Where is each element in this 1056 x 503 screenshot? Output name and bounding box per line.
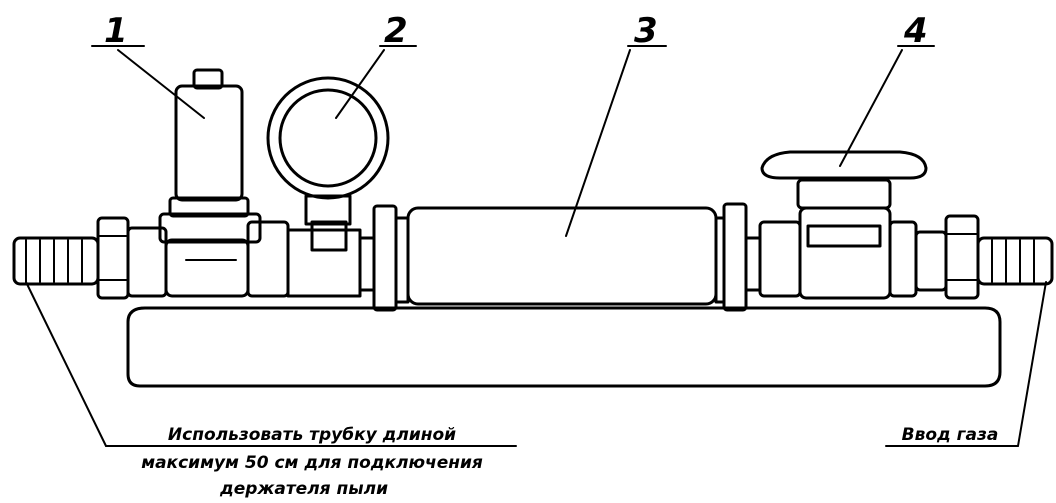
callout-4-label: 4 [903, 11, 928, 51]
tube-note-line-1: Использовать трубку длиной [168, 425, 456, 445]
callout-3-label: 3 [634, 11, 658, 51]
gas-inlet-leader [885, 281, 1047, 447]
right-nut [944, 214, 980, 300]
callout-1: 1 [91, 11, 205, 119]
main-cylinder [406, 206, 718, 306]
left-hose-barb [12, 236, 100, 286]
tube-note-leader [25, 281, 517, 447]
tube-note-line-3: держателя пыли [219, 479, 388, 499]
tube-note-line-2: максимум 50 см для подключения [141, 453, 483, 473]
right-hose-barb [976, 236, 1054, 286]
callout-4: 4 [839, 11, 935, 167]
ball-valve [758, 150, 948, 300]
left-flange [358, 204, 410, 312]
base-plate [126, 306, 1002, 388]
callout-2: 2 [335, 11, 417, 119]
pressure-gauge [266, 76, 390, 298]
right-flange [714, 202, 762, 312]
callout-1-label: 1 [104, 11, 128, 51]
solenoid-valve [126, 68, 290, 298]
callout-2-label: 2 [384, 11, 408, 51]
gas-inlet-label: Ввод газа [902, 425, 999, 445]
callout-3: 3 [565, 11, 667, 237]
left-nut [96, 216, 130, 300]
